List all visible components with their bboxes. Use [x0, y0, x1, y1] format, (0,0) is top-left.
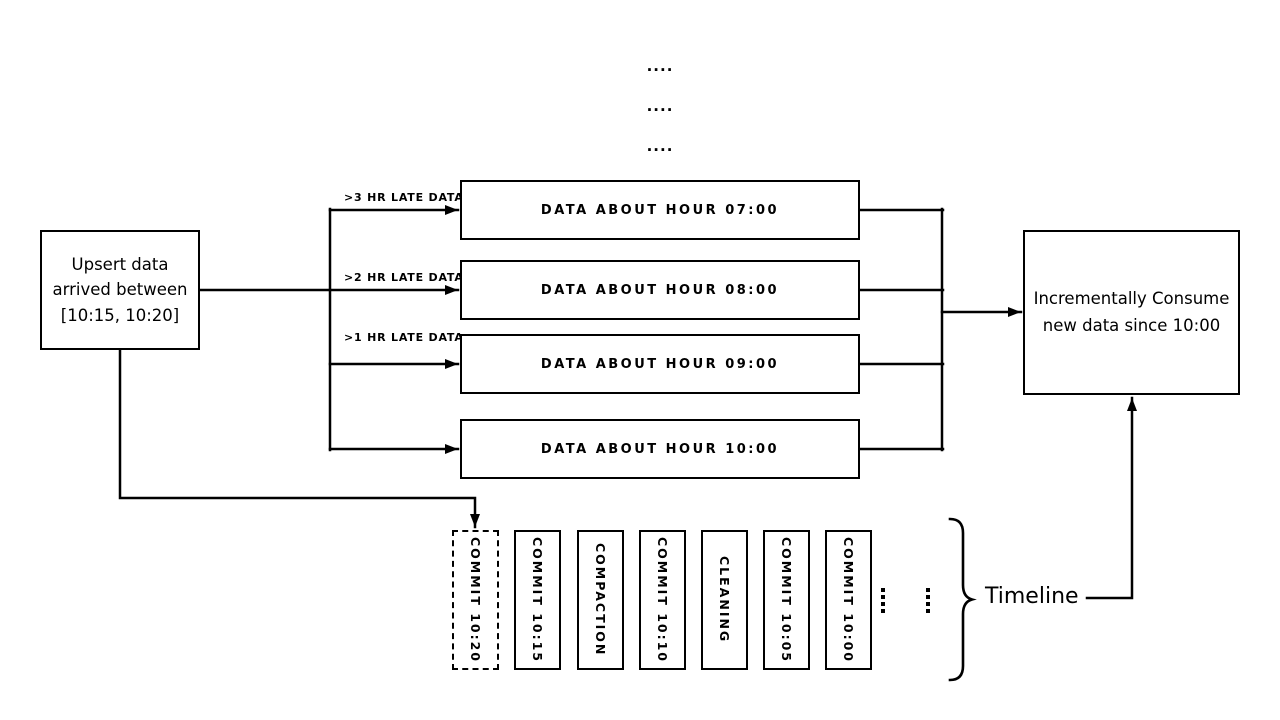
upsert-source-box: Upsert data arrived between [10:15, 10:2…	[40, 230, 200, 350]
timeline-ellipsis-dots	[881, 588, 885, 613]
hour-box-0900: DATA ABOUT HOUR 09:00	[460, 334, 860, 394]
commit-label: COMMIT 10:10	[655, 537, 670, 663]
continuation-ellipsis: .... .... ....	[600, 46, 720, 166]
late-data-label-1hr: >1 HR LATE DATA	[344, 331, 464, 344]
ellipsis-row: ....	[646, 137, 674, 155]
hour-box-0700: DATA ABOUT HOUR 07:00	[460, 180, 860, 240]
timeline-commit-1010: COMMIT 10:10	[639, 530, 686, 670]
ellipsis-row: ....	[646, 57, 674, 75]
timeline-label: Timeline	[985, 584, 1079, 609]
timeline-commit-1000: COMMIT 10:00	[825, 530, 872, 670]
commit-label: COMMIT 10:00	[841, 537, 856, 663]
timeline-commit-1005: COMMIT 10:05	[763, 530, 810, 670]
hour-box-1000: DATA ABOUT HOUR 10:00	[460, 419, 860, 479]
hour-box-0800: DATA ABOUT HOUR 08:00	[460, 260, 860, 320]
commit-label: COMMIT 10:20	[468, 537, 483, 663]
timeline-compaction: COMPACTION	[577, 530, 624, 670]
commit-label: COMPACTION	[593, 543, 608, 657]
upsert-source-line: [10:15, 10:20]	[60, 305, 180, 325]
consumer-line: Incrementally Consume	[1033, 289, 1230, 309]
consumer-line: new data since 10:00	[1042, 315, 1221, 335]
timeline-commit-1020: COMMIT 10:20	[452, 530, 499, 670]
incremental-consumer-box: Incrementally Consume new data since 10:…	[1023, 230, 1240, 395]
timeline-cleaning: CLEANING	[701, 530, 748, 670]
commit-label: CLEANING	[717, 556, 732, 644]
timeline-ellipsis-dots	[926, 588, 930, 613]
commit-label: COMMIT 10:15	[530, 537, 545, 663]
commit-label: COMMIT 10:05	[779, 537, 794, 663]
upsert-source-line: Upsert data	[71, 254, 169, 274]
ellipsis-row: ....	[646, 97, 674, 115]
late-data-label-3hr: >3 HR LATE DATA	[344, 191, 464, 204]
timeline-commit-1015: COMMIT 10:15	[514, 530, 561, 670]
late-data-label-2hr: >2 HR LATE DATA	[344, 271, 464, 284]
upsert-source-line: arrived between	[52, 280, 188, 300]
